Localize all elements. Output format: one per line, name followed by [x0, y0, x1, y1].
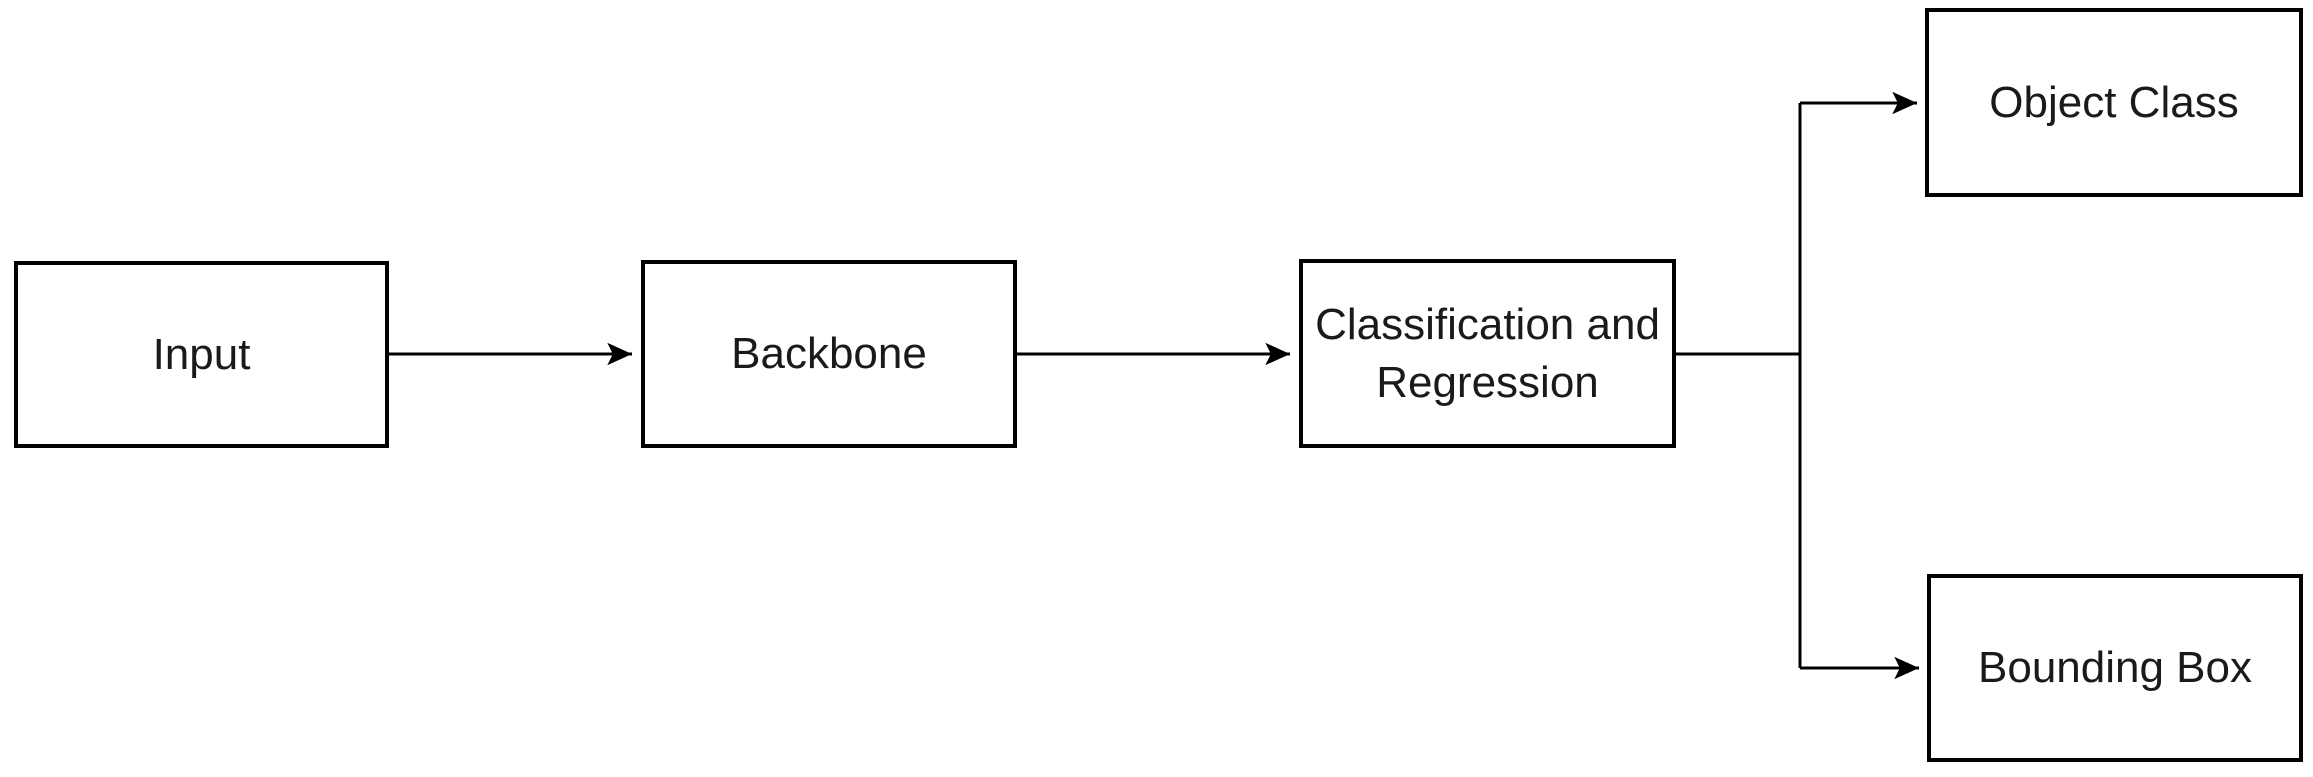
node-classification-regression: Classification and Regression: [1299, 259, 1676, 448]
node-input-label: Input: [152, 329, 251, 379]
node-object-class-label: Object Class: [1989, 77, 2239, 127]
node-bounding-box-label: Bounding Box: [1978, 643, 2252, 693]
node-classification-regression-label: Classification and Regression: [1315, 300, 1660, 407]
node-bounding-box: Bounding Box: [1927, 574, 2303, 762]
node-backbone: Backbone: [641, 260, 1017, 448]
node-input: Input: [14, 261, 389, 448]
node-object-class: Object Class: [1925, 8, 2303, 197]
node-backbone-label: Backbone: [731, 329, 927, 379]
